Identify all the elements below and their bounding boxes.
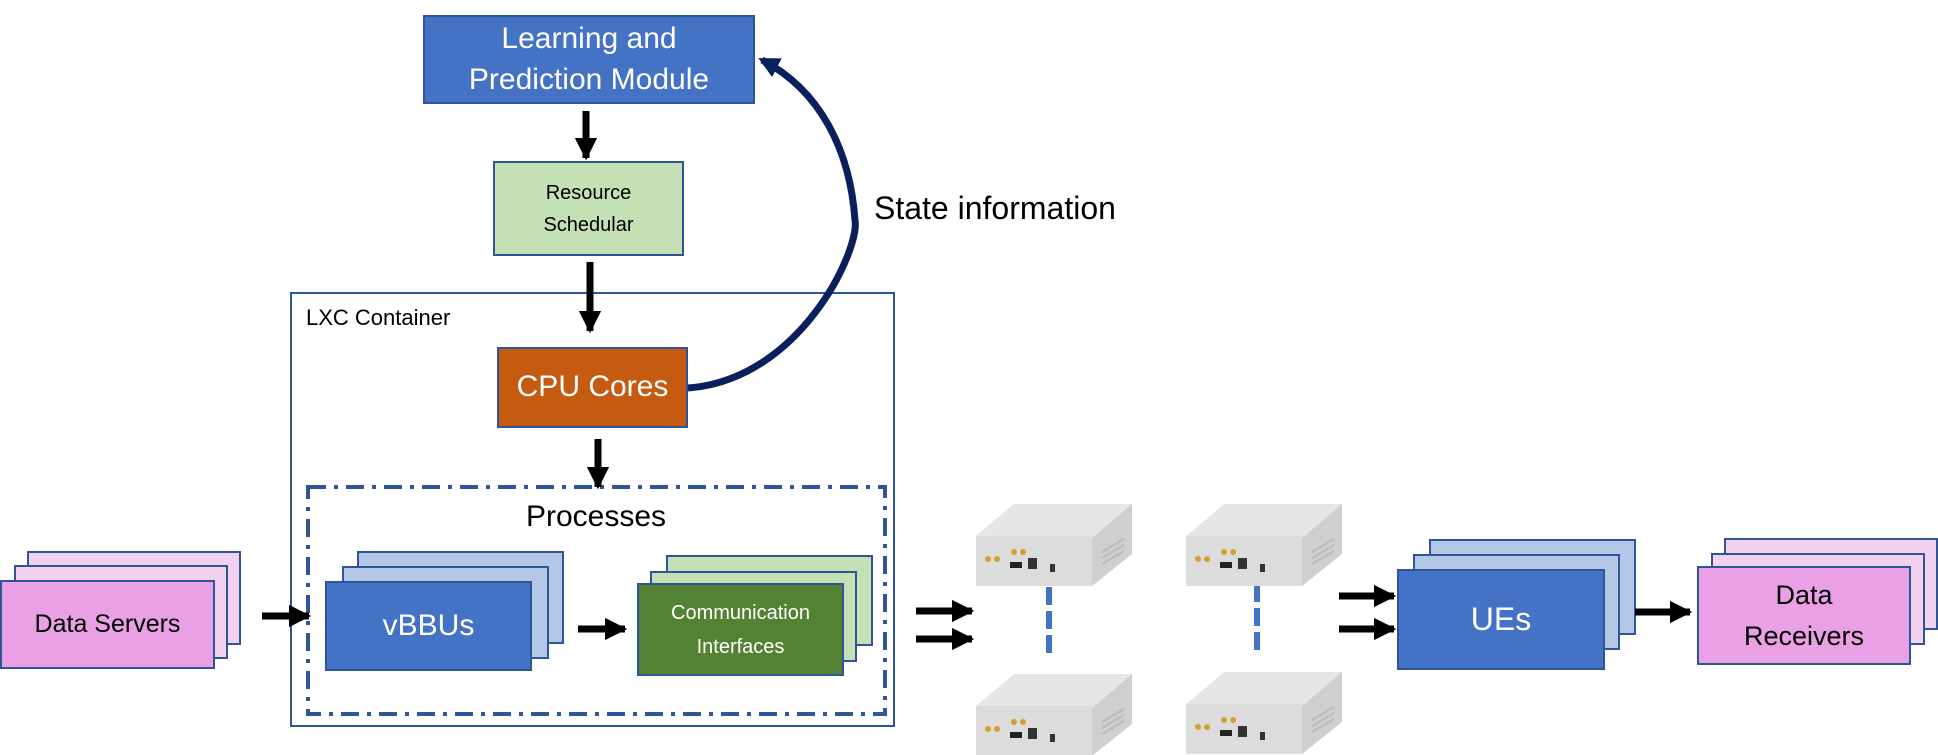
state-information-arrow bbox=[687, 56, 859, 392]
learning-label: Learning and Prediction Module bbox=[468, 22, 710, 96]
ues-label: UEs bbox=[1470, 600, 1532, 637]
scheduler-label-2: Schedular bbox=[543, 213, 634, 236]
comm-label-2: Interfaces bbox=[696, 635, 785, 658]
data-servers: Data Servers bbox=[0, 580, 215, 669]
processes-label: Processes bbox=[525, 500, 667, 533]
cpu-cores: CPU Cores bbox=[497, 347, 688, 428]
receivers-label-1: Data bbox=[1775, 580, 1833, 610]
cpu-label: CPU Cores bbox=[516, 370, 669, 404]
communication-interfaces: Communication Interfaces bbox=[637, 583, 844, 676]
ues: UEs bbox=[1397, 569, 1605, 670]
data-receivers: Data Receivers bbox=[1697, 566, 1911, 665]
comm-label-1: Communication bbox=[671, 601, 810, 624]
vbbus: vBBUs bbox=[325, 581, 532, 671]
usrp-device-icon bbox=[1186, 504, 1342, 586]
lxc-container-label: LXC Container bbox=[306, 305, 451, 330]
data-servers-label: Data Servers bbox=[34, 609, 181, 638]
usrp-device-icon bbox=[976, 674, 1132, 755]
usrp-device-icon bbox=[1186, 672, 1342, 754]
usrp-device-icon bbox=[976, 504, 1132, 586]
state-information-label: State information bbox=[874, 190, 1116, 226]
receivers-label-2: Receivers bbox=[1743, 620, 1865, 651]
learning-prediction-module: Learning and Prediction Module bbox=[423, 15, 755, 104]
resource-scheduler: Resource Schedular bbox=[493, 161, 684, 256]
processes-dashed-box bbox=[306, 485, 887, 716]
vbbus-label: vBBUs bbox=[382, 608, 475, 642]
scheduler-label-1: Resource bbox=[545, 181, 632, 204]
